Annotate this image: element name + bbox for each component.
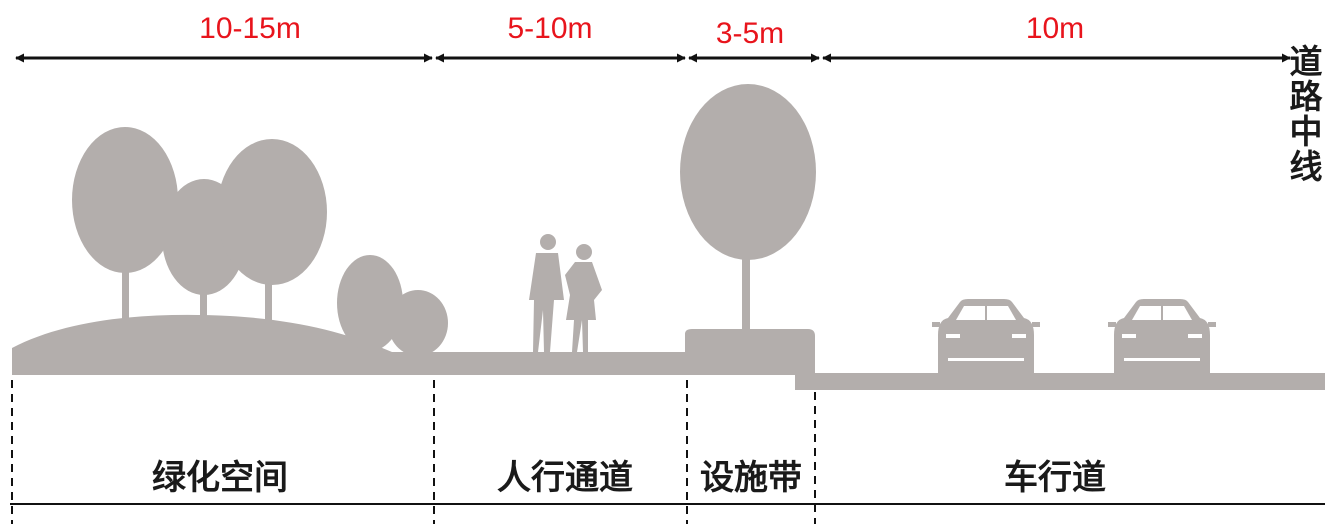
pedestrian-woman [565, 244, 602, 352]
zone-label-walkway: 人行通道 [497, 458, 633, 498]
road-centerline-label: 道路中线 [1284, 44, 1323, 184]
window-dividers [985, 306, 1163, 320]
tree-trunk [200, 280, 207, 325]
dimension-label: 3-5m [715, 17, 785, 50]
pedestrian-man [529, 234, 564, 352]
tree-canopy [72, 127, 178, 273]
tree-trunk [122, 255, 129, 325]
tree-trunk [265, 270, 272, 330]
zone-label-roadway: 车行道 [1004, 458, 1106, 498]
silhouettes [12, 84, 1325, 390]
tree-canopy [680, 84, 816, 260]
zone-label-greenspace: 绿化空间 [152, 458, 288, 498]
shrub [388, 290, 448, 356]
zone-label-facility: 设施带 [700, 458, 802, 498]
zone-dividers [11, 380, 816, 524]
dimension-label: 5-10m [507, 12, 593, 45]
dimension-label: 10m [1025, 12, 1085, 45]
shrub [337, 255, 403, 351]
ground-profile [12, 314, 1325, 390]
dimension-label: 10-15m [199, 12, 301, 45]
tree-trunk [742, 220, 750, 332]
tree-canopy [217, 139, 327, 285]
